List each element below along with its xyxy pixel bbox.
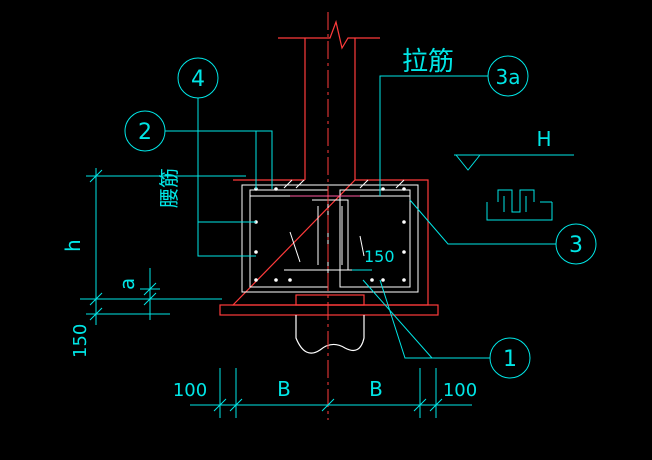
callout-4-label: 4 — [191, 67, 205, 92]
small-section-outline — [486, 189, 553, 221]
dim-B-right-label: B — [369, 377, 383, 401]
inner-stirrup-left — [249, 189, 329, 288]
dim-150-left-label: 150 — [70, 324, 91, 358]
callout-1-label: 1 — [503, 347, 517, 372]
dim-bottom-ext — [219, 368, 437, 418]
small-section-inner — [503, 196, 552, 212]
dim-a-label: a — [115, 278, 139, 290]
dim-100-right-label: 100 — [443, 380, 477, 401]
hook-left — [284, 231, 312, 271]
beam-outline — [231, 179, 429, 306]
leader-3 — [409, 199, 556, 245]
callout-3a-circle — [487, 55, 529, 97]
column-bar-core — [312, 199, 349, 271]
text-group: 4 2 3a 3 1 拉筋 腰筋 H h a 150 150 100 B B 1… — [61, 47, 583, 401]
column-bar-core-inner — [317, 206, 343, 265]
callout-3-label: 3 — [569, 233, 583, 258]
callout-2-label: 2 — [138, 120, 152, 145]
leader-4 — [197, 98, 256, 257]
dim-h-label: h — [61, 239, 85, 252]
pile-neck — [295, 294, 365, 306]
callout-1-circle — [489, 337, 531, 379]
leader-2 — [165, 130, 273, 189]
pile-outline — [295, 315, 365, 354]
annotation-group — [80, 55, 597, 418]
corner-hooks — [283, 179, 405, 189]
dim-150-inner-label: 150 — [364, 247, 395, 266]
callout-2-circle — [124, 110, 166, 152]
elevation-symbol — [454, 154, 574, 171]
column-break-line — [278, 19, 380, 50]
elevation-label: H — [536, 127, 551, 151]
inner-stirrup-right — [339, 189, 411, 288]
dim-ticks-left — [89, 169, 157, 321]
dim-bottom-ticks — [213, 398, 443, 412]
rebar-dots — [254, 187, 406, 282]
callout-3a-label: 3a — [496, 65, 521, 89]
pile-group — [295, 315, 365, 354]
dim-100-left-label: 100 — [173, 380, 207, 401]
base-strip — [219, 304, 439, 316]
callout-3-circle — [555, 223, 597, 265]
callout-4-circle — [177, 57, 219, 99]
tie-bar-label: 拉筋 — [402, 47, 454, 77]
dim-B-left-label: B — [277, 377, 291, 401]
leader-3a — [379, 75, 488, 196]
outer-stirrup — [241, 184, 419, 293]
rebar-group — [241, 179, 419, 293]
haunch-bar-label: 腰筋 — [157, 168, 181, 208]
leader-1 — [362, 279, 490, 359]
